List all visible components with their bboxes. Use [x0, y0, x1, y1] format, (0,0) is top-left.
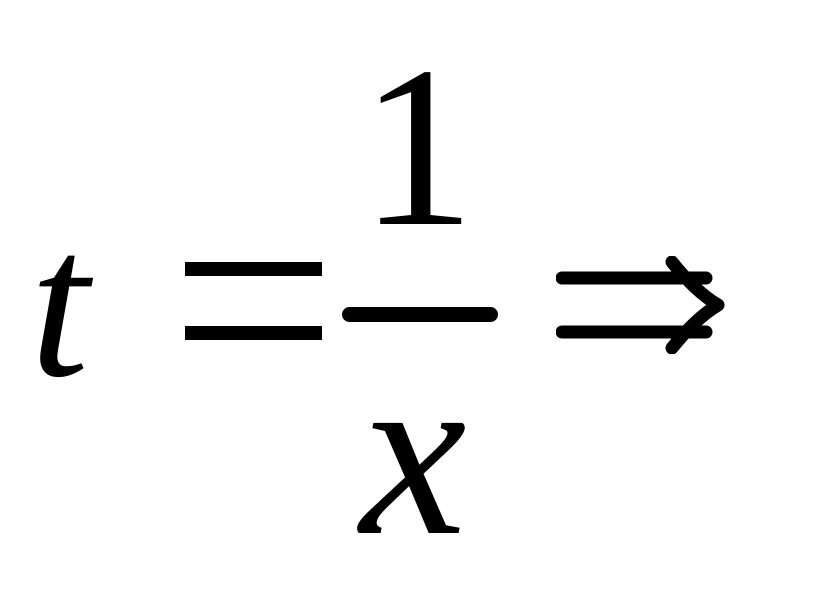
equals-sign — [185, 262, 322, 340]
variable-t: t — [30, 186, 89, 421]
equals-bar-bottom — [185, 326, 322, 340]
equals-bar-top — [185, 262, 322, 276]
variable-x: x — [360, 319, 467, 585]
numerator-1: 1 — [360, 19, 475, 274]
implies-arrow-icon — [556, 256, 725, 354]
fraction-bar — [342, 307, 498, 322]
